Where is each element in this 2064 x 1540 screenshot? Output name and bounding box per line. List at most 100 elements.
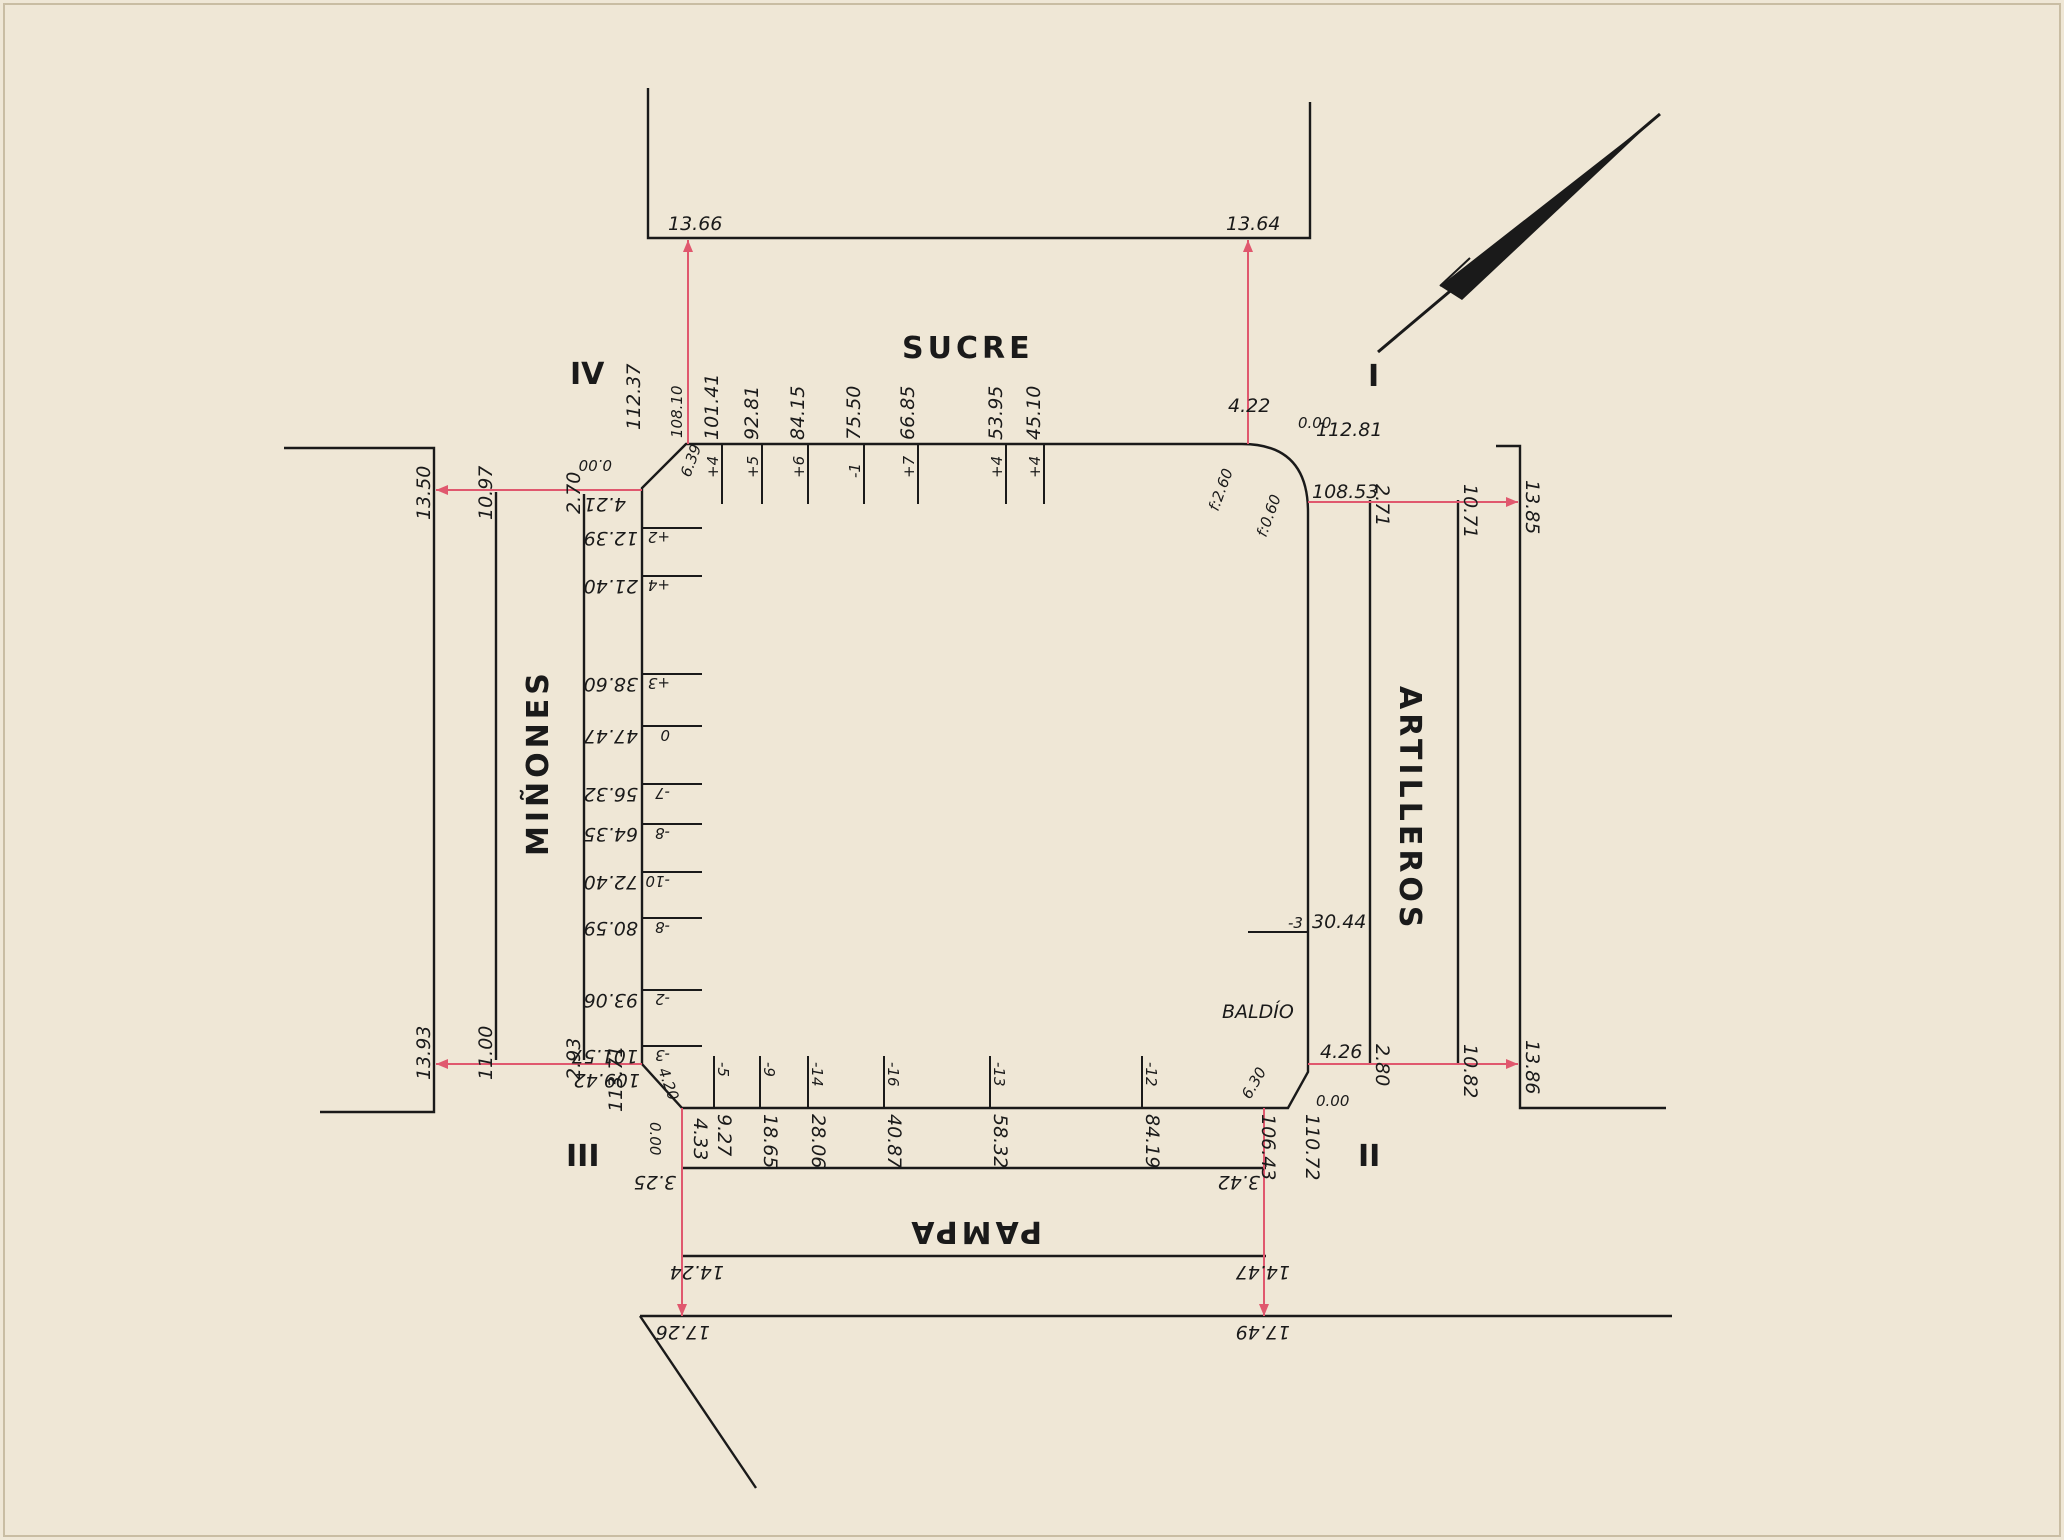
ne-side-offset: 108.53: [1312, 481, 1378, 503]
ne-zero: 0.00: [1298, 414, 1331, 432]
west-block-edge: [284, 446, 436, 1114]
west-tick-dist: 47.47: [584, 725, 638, 747]
north-tick-elev: +4: [704, 456, 722, 478]
nw-top-offset: 108.10: [668, 386, 686, 439]
east-bot-mid: 10.82: [1459, 1044, 1481, 1098]
west-tick-elev: -2: [655, 990, 670, 1008]
street-name-north: SUCRE: [902, 331, 1034, 366]
south-tick-dist: 40.87: [883, 1114, 905, 1168]
north-block-right-dist: 13.64: [1226, 213, 1280, 235]
west-arrow-top: [436, 485, 448, 495]
north-tick-elev: +4: [1026, 456, 1044, 478]
east-tick-elev: -3: [1288, 914, 1303, 932]
se-zero: 0.00: [1316, 1092, 1349, 1110]
south-mid-left: 14.24: [670, 1261, 724, 1283]
west-tick-dist: 64.35: [584, 823, 638, 845]
west-tick-elev: -10: [646, 872, 671, 890]
west-tick-dist: 38.60: [584, 673, 638, 695]
ne-total: 112.81: [1316, 419, 1382, 441]
west-tick-elev: +4: [648, 576, 670, 594]
west-tick-elev: 0: [660, 726, 670, 744]
west-tick-dist: 21.40: [584, 575, 638, 597]
nw-side-offset: 4.21: [584, 493, 626, 515]
north-arrow-left: [683, 240, 693, 252]
south-tick-dist: 28.06: [807, 1114, 829, 1168]
south-mid-right: 14.47: [1236, 1261, 1290, 1283]
west-tick-dist: 72.40: [584, 871, 638, 893]
west-tick-dist: 80.59: [584, 917, 638, 939]
north-tick-dist: 101.41: [701, 374, 723, 440]
west-tick-elev: -8: [655, 918, 670, 936]
north-arrow-icon: [1377, 112, 1661, 354]
south-tick-dist: 18.65: [759, 1114, 781, 1168]
west-bot-inner: 2.93: [563, 1038, 585, 1080]
east-tick-dist: 30.44: [1312, 911, 1366, 933]
se-bottom-offset: 106.43: [1257, 1114, 1279, 1180]
sw-zero: 0.00: [646, 1122, 664, 1155]
sw-bottom-offset: 4.33: [689, 1118, 711, 1160]
north-ticks: 101.41+492.81+584.15+675.50-166.85+753.9…: [701, 374, 1045, 504]
sw-total: 113.71: [605, 1046, 627, 1112]
street-name-east: ARTILLEROS: [1392, 686, 1427, 932]
sw-side-offset: 109.42: [574, 1069, 640, 1091]
quadrant-III: III: [566, 1139, 600, 1174]
south-tick-elev: -5: [714, 1062, 732, 1077]
south-tick-elev: -14: [808, 1062, 826, 1087]
north-tick-dist: 84.15: [787, 386, 809, 440]
nw-total: 112.37: [623, 364, 645, 430]
north-arrow-right: [1243, 240, 1253, 252]
south-tick-elev: -13: [990, 1062, 1008, 1087]
east-top-outer: 13.85: [1521, 480, 1543, 534]
north-tick-dist: 53.95: [985, 386, 1007, 440]
east-block-edge: [1496, 444, 1666, 1110]
west-top-inner: 2.70: [563, 472, 585, 514]
south-tick-dist: 58.32: [989, 1114, 1011, 1168]
west-tick-elev: +2: [648, 528, 670, 546]
east-arrow-top: [1506, 497, 1518, 507]
west-tick-dist: 56.32: [584, 783, 638, 805]
east-arrow-bottom: [1506, 1059, 1518, 1069]
east-top-mid: 10.71: [1459, 484, 1481, 538]
south-upper-left: 3.25: [634, 1171, 676, 1193]
south-ticks: 9.27-518.65-928.06-1440.87-1658.32-1384.…: [713, 1056, 1163, 1168]
ne-top-offset: 4.22: [1228, 395, 1270, 417]
street-name-west: MIÑONES: [519, 669, 556, 856]
quadrant-IV: IV: [570, 357, 605, 392]
south-tick-dist: 9.27: [713, 1114, 735, 1156]
lot-note: BALDÍO: [1222, 1000, 1294, 1023]
south-arrow-right: [1259, 1304, 1269, 1316]
south-tick-elev: -16: [884, 1062, 902, 1087]
south-upper-right: 3.42: [1218, 1171, 1260, 1193]
street-name-south: PAMPA: [907, 1214, 1042, 1249]
west-tick-elev: -7: [655, 784, 670, 802]
north-tick-elev: -1: [846, 463, 864, 478]
west-arrow-bottom: [436, 1059, 448, 1069]
north-tick-dist: 75.50: [843, 386, 865, 440]
west-top-outer: 13.50: [413, 466, 435, 520]
south-tick-elev: -12: [1142, 1062, 1160, 1087]
east-bot-inner: 2.80: [1371, 1044, 1393, 1086]
nw-zero: 0.00: [579, 456, 612, 474]
north-tick-elev: +5: [744, 456, 762, 478]
west-top-mid: 10.97: [475, 466, 497, 520]
west-bot-outer: 13.93: [413, 1026, 435, 1080]
north-block-edge: [646, 88, 1312, 240]
west-tick-dist: 101.57: [572, 1045, 638, 1067]
west-bot-mid: 11.00: [475, 1026, 497, 1080]
quadrant-II: II: [1358, 1139, 1380, 1174]
north-tick-elev: +4: [988, 456, 1006, 478]
east-bot-outer: 13.86: [1521, 1040, 1543, 1094]
west-tick-elev: -3: [655, 1046, 670, 1064]
north-tick-elev: +6: [790, 456, 808, 478]
se-side-offset: 4.26: [1320, 1041, 1362, 1063]
north-tick-dist: 66.85: [897, 386, 919, 440]
west-tick-elev: +3: [648, 674, 670, 692]
quadrant-I: I: [1368, 359, 1379, 394]
south-low-right: 17.49: [1236, 1321, 1290, 1343]
north-tick-dist: 92.81: [741, 386, 763, 440]
west-tick-elev: -8: [655, 824, 670, 842]
west-tick-dist: 93.06: [584, 989, 638, 1011]
south-diagonal-edge: [639, 1315, 757, 1489]
